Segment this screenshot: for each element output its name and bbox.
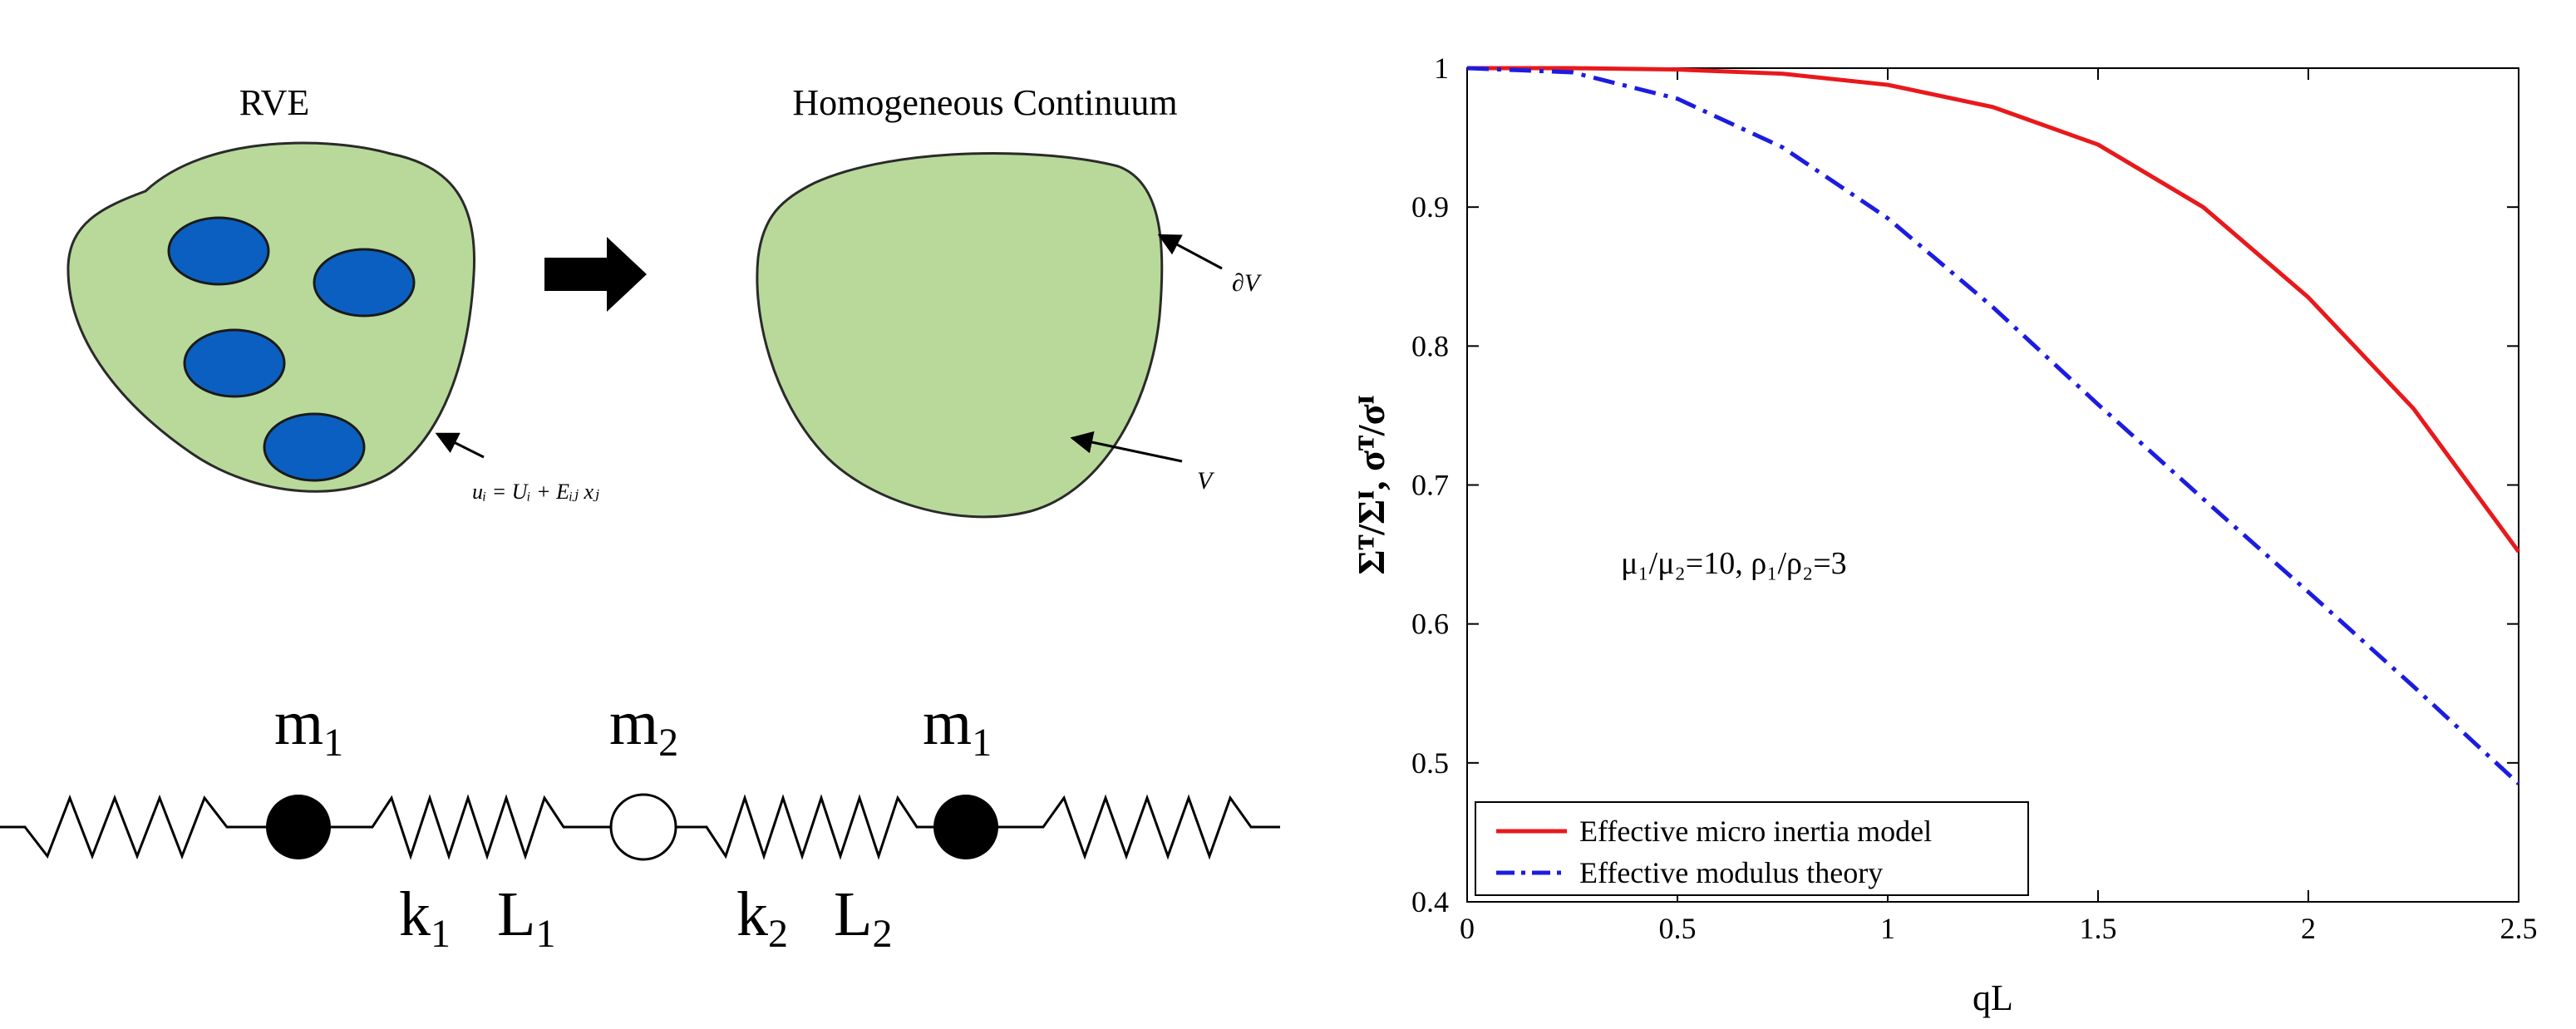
boundary-label: ∂V	[1232, 269, 1263, 297]
y-tick-label: 0.9	[1411, 190, 1449, 224]
boundary-arrow	[435, 432, 485, 459]
rve-panel: RVE uᵢ = Uᵢ + Eᵢⱼ xⱼ	[66, 82, 599, 504]
volume-arrow	[1070, 431, 1183, 463]
boundary-equation: uᵢ = Uᵢ + Eᵢⱼ xⱼ	[472, 480, 599, 504]
chart: 0 0.5 1 1.5 2 2.5 0.4 0.5 0.6 0.7 0.8 0.9 1 qL Σᵀ/Σᴵ, …	[1350, 52, 2538, 1018]
volume-label: V	[1197, 467, 1215, 495]
label-m1: m1	[923, 688, 992, 765]
y-tick-label: 0.7	[1411, 469, 1449, 502]
plot-frame	[1466, 67, 2519, 903]
series-line-2	[1466, 66, 2520, 785]
parameter-annotation: μ₁/μ₂=10, ρ₁/ρ₂=3	[1621, 546, 1847, 581]
mass-m2	[609, 793, 677, 861]
label-L2: L2	[834, 879, 892, 956]
spring-chain: m1 m2 m1 k1 L1 k2 L2	[0, 688, 1280, 956]
label-k1: k1	[399, 879, 451, 956]
spring	[676, 794, 933, 860]
inclusion	[167, 216, 270, 286]
inclusion	[313, 248, 416, 318]
x-tick-label: 1	[1880, 912, 1895, 945]
spring	[0, 794, 266, 860]
inclusion	[263, 412, 366, 482]
y-tick-label: 0.5	[1411, 746, 1449, 780]
spring	[998, 794, 1280, 860]
x-tick-label: 0.5	[1659, 912, 1697, 945]
x-tick-label: 2.5	[2500, 912, 2538, 945]
label-m2: m2	[609, 688, 678, 765]
y-tick-label: 0.8	[1411, 329, 1449, 362]
mass-m1	[933, 795, 998, 859]
continuum-panel: Homogeneous Continuum ∂V V	[756, 82, 1263, 519]
x-tick-label: 0	[1460, 912, 1475, 945]
x-tick-label: 1.5	[2080, 912, 2117, 945]
series-line-1	[1467, 66, 2521, 554]
spring	[331, 794, 611, 860]
rve-shape	[66, 141, 476, 493]
label-k2: k2	[736, 879, 788, 956]
label-m1: m1	[274, 688, 343, 765]
transform-arrow-icon	[544, 237, 647, 312]
rve-title: RVE	[239, 82, 309, 123]
continuum-shape	[756, 151, 1164, 519]
y-tick-label: 0.4	[1411, 885, 1449, 918]
inclusion	[183, 328, 286, 398]
legend-label: Effective micro inertia model	[1579, 815, 1932, 848]
y-tick-label: 0.6	[1411, 608, 1449, 641]
x-tick-label: 2	[2301, 912, 2316, 945]
x-axis-label: qL	[1973, 977, 2013, 1018]
continuum-title: Homogeneous Continuum	[792, 82, 1177, 123]
y-axis-label: Σᵀ/Σᴵ, σᵀ/σᴵ	[1350, 395, 1392, 574]
legend-box	[1475, 801, 2029, 896]
boundary-arrow	[1157, 234, 1223, 270]
legend-label: Effective modulus theory	[1579, 856, 1883, 889]
y-tick-label: 1	[1434, 52, 1449, 85]
label-L1: L1	[497, 879, 555, 956]
mass-m1	[266, 795, 331, 859]
